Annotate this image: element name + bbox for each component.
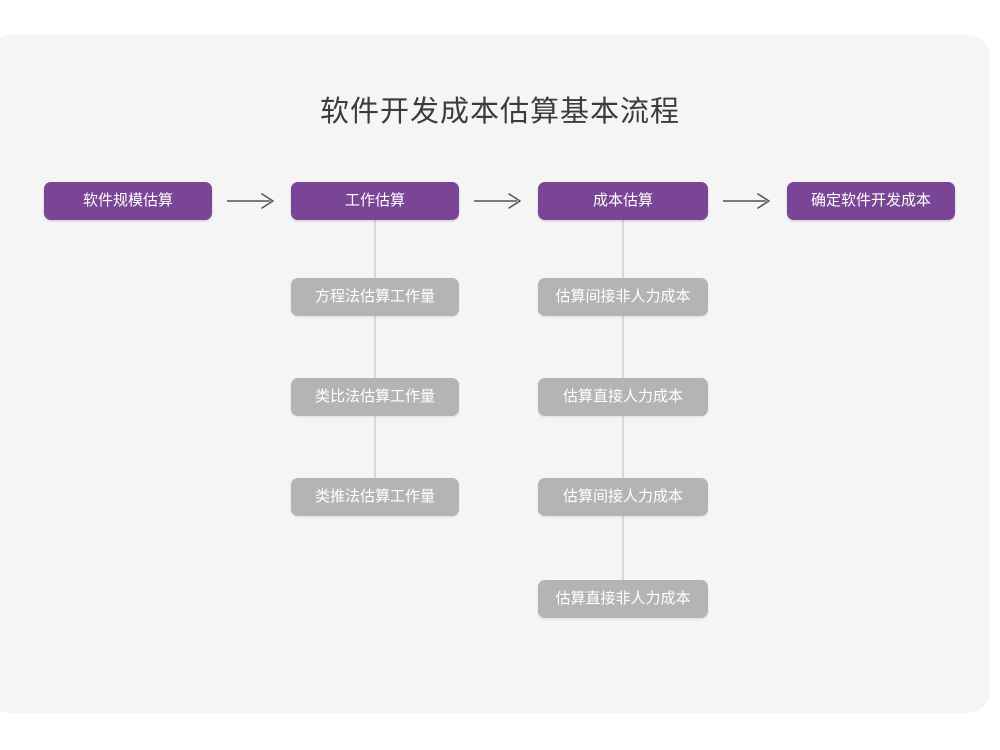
substep-direct-non-labor-cost[interactable]: 估算直接非人力成本 — [538, 580, 708, 618]
substep-inference-method-workload[interactable]: 类推法估算工作量 — [291, 478, 459, 516]
stage-node-cost-estimation[interactable]: 成本估算 — [538, 182, 708, 220]
stage-node-work-estimation[interactable]: 工作估算 — [291, 182, 459, 220]
substep-direct-labor-cost[interactable]: 估算直接人力成本 — [538, 378, 708, 416]
stage-node-software-scale-estimation[interactable]: 软件规模估算 — [44, 182, 212, 220]
arrow-right-icon-3 — [722, 190, 776, 212]
substep-indirect-non-labor-cost[interactable]: 估算间接非人力成本 — [538, 278, 708, 316]
diagram-card-panel — [0, 35, 990, 713]
substep-indirect-labor-cost[interactable]: 估算间接人力成本 — [538, 478, 708, 516]
stage-node-determine-development-cost[interactable]: 确定软件开发成本 — [787, 182, 955, 220]
substep-analogy-method-workload[interactable]: 类比法估算工作量 — [291, 378, 459, 416]
arrow-right-icon-1 — [226, 190, 280, 212]
connector-line-stage-3 — [622, 220, 624, 612]
page-title: 软件开发成本估算基本流程 — [319, 96, 680, 128]
arrow-right-icon-2 — [473, 190, 527, 212]
substep-equation-method-workload[interactable]: 方程法估算工作量 — [291, 278, 459, 316]
connector-line-stage-2 — [374, 220, 376, 510]
